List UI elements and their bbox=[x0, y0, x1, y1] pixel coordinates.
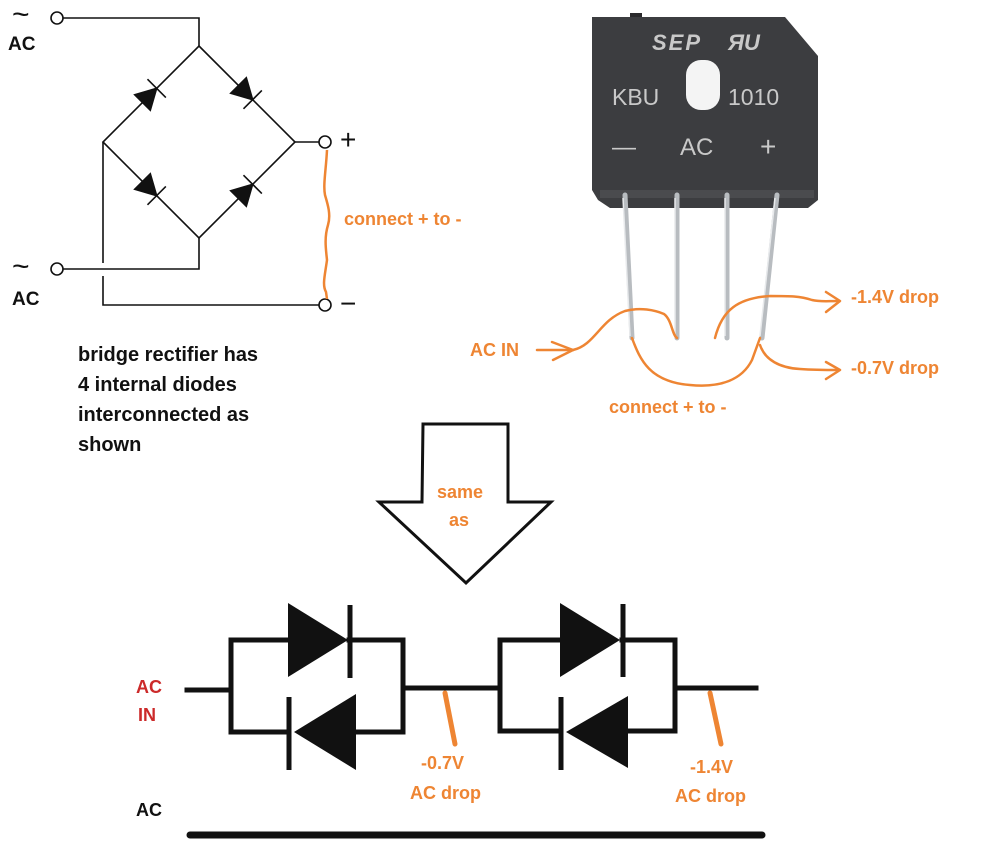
bridge-diamond bbox=[101, 44, 297, 240]
ac-in-label: AC IN bbox=[470, 340, 519, 360]
tap-2-marker bbox=[707, 690, 724, 747]
diode-reverse-2-icon bbox=[558, 696, 628, 770]
description-line-1: bridge rectifier has bbox=[78, 344, 259, 366]
package-tab bbox=[630, 13, 642, 19]
terminal-ac1 bbox=[50, 11, 64, 25]
bridge-schematic bbox=[50, 11, 332, 312]
same-as-line-2: as bbox=[449, 510, 470, 530]
tap-2-line-2: AC drop bbox=[675, 786, 746, 806]
package-pin-minus: — bbox=[612, 134, 636, 161]
tap-1-line-1: -0.7V bbox=[421, 753, 465, 773]
ac-in-line-1: AC bbox=[136, 677, 162, 697]
diode-d4-icon bbox=[229, 174, 263, 208]
ac2-label: AC bbox=[12, 289, 40, 310]
terminal-plus bbox=[318, 135, 332, 149]
package-part-left: KBU bbox=[612, 84, 660, 110]
package-brand: SEP bbox=[652, 30, 703, 55]
drop-07-label: -0.7V drop bbox=[851, 358, 940, 378]
common-ac-label: AC bbox=[136, 800, 162, 820]
same-as-line-1: same bbox=[437, 482, 484, 502]
ac-in-curve bbox=[571, 307, 679, 352]
description-line-2: 4 internal diodes bbox=[78, 374, 237, 396]
package-pin-ac: AC bbox=[680, 134, 714, 161]
drop-14-arrowhead bbox=[824, 290, 842, 314]
drop-14-label: -1.4V drop bbox=[851, 287, 940, 307]
drop-07-arrowhead bbox=[824, 360, 842, 381]
same-as-arrow-icon bbox=[375, 422, 555, 586]
tap-2-line-1: -1.4V bbox=[690, 757, 734, 777]
package-annotations bbox=[535, 290, 842, 387]
package-cert-mark: ЯU bbox=[728, 30, 760, 55]
drop-07-curve bbox=[758, 343, 840, 372]
diode-d1-icon bbox=[133, 78, 167, 112]
tap-1-marker bbox=[442, 690, 458, 747]
tap-markers bbox=[442, 690, 724, 747]
bridge-diodes bbox=[133, 76, 263, 208]
terminal-minus bbox=[318, 298, 332, 312]
package-legs bbox=[622, 192, 780, 341]
mounting-hole bbox=[686, 60, 720, 110]
wire-ac1 bbox=[63, 17, 200, 46]
package-body bbox=[592, 17, 818, 208]
description-line-4: shown bbox=[78, 434, 142, 456]
equivalent-diodes bbox=[286, 603, 628, 770]
diode-d2-icon bbox=[229, 76, 263, 110]
description-text: bridge rectifier has 4 internal diodes i… bbox=[78, 340, 258, 460]
tap-1-line-2: AC drop bbox=[410, 783, 481, 803]
diode-forward-2-icon bbox=[560, 603, 626, 677]
diode-pair-1-frame bbox=[228, 637, 406, 735]
terminal-ac2 bbox=[50, 262, 64, 276]
package-pin-plus: + bbox=[760, 131, 777, 162]
equivalent-circuit bbox=[184, 637, 766, 839]
jumper-curve bbox=[630, 336, 762, 387]
diode-pair-2-frame bbox=[497, 637, 678, 734]
leg-minus bbox=[622, 192, 635, 341]
diode-reverse-1-icon bbox=[286, 694, 356, 770]
wire-minus bbox=[102, 142, 319, 306]
package-part-right: 1010 bbox=[728, 84, 780, 110]
ac2-tilde: ~ bbox=[12, 250, 30, 283]
leg-plus bbox=[759, 192, 780, 341]
schematic-jumper-label: connect + to - bbox=[344, 209, 462, 229]
ac1-label: AC bbox=[8, 34, 36, 55]
minus-sign: − bbox=[340, 288, 357, 319]
diode-d3-icon bbox=[133, 172, 167, 206]
plus-sign: + bbox=[340, 124, 357, 155]
ac1-tilde: ~ bbox=[12, 0, 30, 31]
jumper-wire bbox=[322, 149, 331, 300]
description-line-3: interconnected as bbox=[78, 404, 250, 426]
package-shelf bbox=[600, 190, 814, 198]
ac-in-line-2: IN bbox=[138, 705, 156, 725]
kbu-package bbox=[592, 13, 818, 341]
diode-forward-1-icon bbox=[288, 603, 353, 678]
wire-ac2 bbox=[63, 238, 200, 270]
package-jumper-label: connect + to - bbox=[609, 397, 727, 417]
drop-14-curve bbox=[713, 294, 840, 340]
